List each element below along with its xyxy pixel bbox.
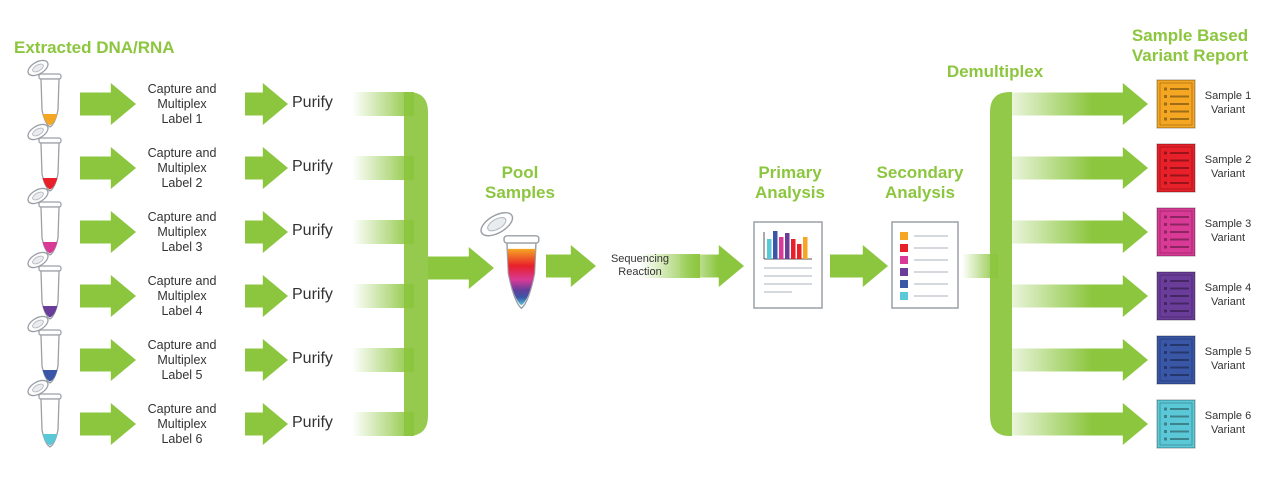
merge-connector (352, 348, 414, 372)
merge-bracket (404, 92, 428, 436)
sample-tube-icon (27, 379, 62, 448)
pool-arrow (428, 247, 494, 289)
purify-arrow (245, 147, 288, 189)
merge-connector (352, 156, 414, 180)
purify-arrow (245, 83, 288, 125)
variant-report-icon (1156, 335, 1196, 385)
purify-label: Purify (292, 158, 333, 175)
sample-tube-icon (27, 187, 62, 256)
merge-connector (352, 92, 414, 116)
purify-arrow (245, 339, 288, 381)
capture-arrow (80, 147, 136, 189)
purify-label: Purify (292, 286, 333, 303)
variant-report-label: Sample 2 Variant (1204, 154, 1252, 180)
sample-tube-icon (27, 123, 62, 192)
merge-connector (352, 220, 414, 244)
purify-label: Purify (292, 94, 333, 111)
sequencing-arrow (546, 245, 596, 287)
demultiplex-bracket (990, 92, 1012, 436)
capture-multiplex-label: Capture and Multiplex Label 4 (147, 274, 217, 318)
sample-tube-icon (27, 315, 62, 384)
variant-report-label: Sample 1 Variant (1204, 90, 1252, 116)
merge-connector (352, 284, 414, 308)
variant-report-icon (1156, 399, 1196, 449)
sample-tube-icon (27, 251, 62, 320)
pooled-tube-icon (480, 211, 540, 310)
secondary-analysis-heading: Secondary Analysis (876, 163, 964, 202)
secondary-arrow (830, 245, 888, 287)
extracted-dna-rna-heading: Extracted DNA/RNA (14, 38, 175, 57)
variant-report-icon (1156, 143, 1196, 193)
sequencing-reaction-label: Sequencing Reaction (610, 253, 670, 278)
capture-arrow (80, 403, 136, 445)
variant-report-label: Sample 5 Variant (1204, 346, 1252, 372)
variant-report-label: Sample 6 Variant (1204, 410, 1252, 436)
variant-report-heading: Sample Based Variant Report (1131, 26, 1249, 65)
purify-label: Purify (292, 350, 333, 367)
color-list-document-icon (891, 221, 959, 309)
demultiplex-arrow (1008, 211, 1148, 253)
capture-multiplex-label: Capture and Multiplex Label 2 (147, 146, 217, 190)
demultiplex-arrow (1008, 403, 1148, 445)
variant-report-icon (1156, 207, 1196, 257)
variant-report-icon (1156, 271, 1196, 321)
purify-arrow (245, 403, 288, 445)
purify-label: Purify (292, 222, 333, 239)
demultiplex-arrow (1008, 147, 1148, 189)
capture-arrow (80, 83, 136, 125)
bar-chart-document-icon (753, 221, 823, 309)
purify-label: Purify (292, 414, 333, 431)
sample-tube-icon (27, 59, 62, 128)
demultiplex-arrow (1008, 339, 1148, 381)
capture-arrow (80, 211, 136, 253)
demultiplex-arrow (1008, 275, 1148, 317)
purify-arrow (245, 211, 288, 253)
merge-connector (352, 412, 414, 436)
capture-multiplex-label: Capture and Multiplex Label 5 (147, 338, 217, 382)
variant-report-label: Sample 4 Variant (1204, 282, 1252, 308)
demultiplex-heading: Demultiplex (946, 62, 1044, 81)
primary-arrow (680, 245, 744, 287)
capture-multiplex-label: Capture and Multiplex Label 1 (147, 82, 217, 126)
capture-arrow (80, 275, 136, 317)
purify-arrow (245, 275, 288, 317)
variant-report-label: Sample 3 Variant (1204, 218, 1252, 244)
pool-samples-heading: Pool Samples (485, 163, 555, 202)
capture-multiplex-label: Capture and Multiplex Label 3 (147, 210, 217, 254)
primary-analysis-heading: Primary Analysis (755, 163, 825, 202)
capture-arrow (80, 339, 136, 381)
demultiplex-arrow (1008, 83, 1148, 125)
variant-report-icon (1156, 79, 1196, 129)
capture-multiplex-label: Capture and Multiplex Label 6 (147, 402, 217, 446)
